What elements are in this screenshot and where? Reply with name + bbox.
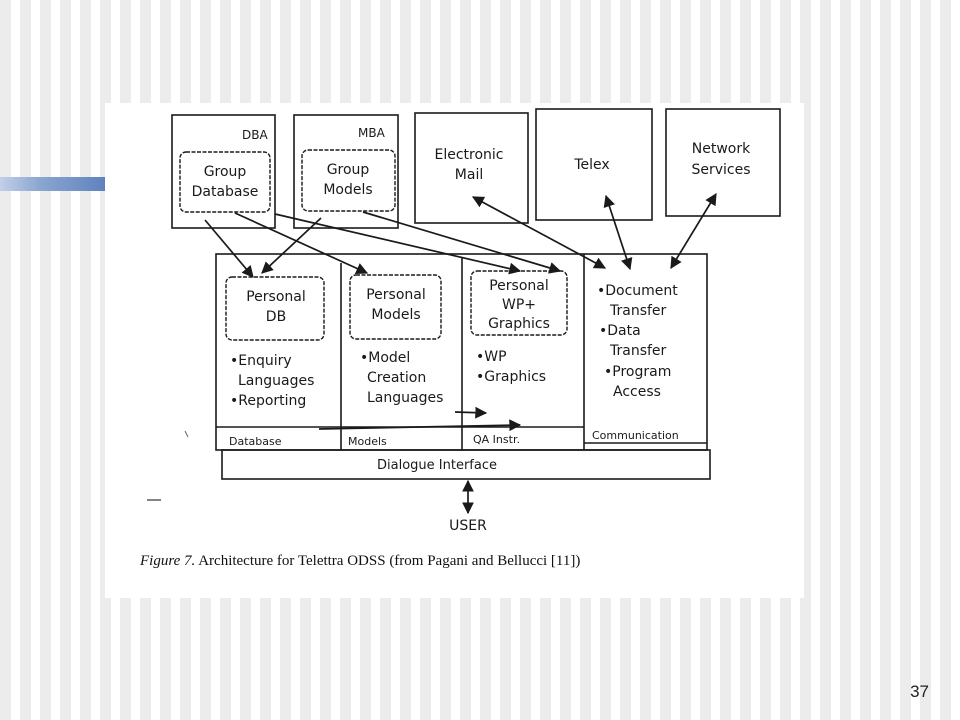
- telex-label: Telex: [573, 157, 609, 173]
- database-item-2: Languages: [238, 373, 314, 389]
- communication-item-3: •Data: [599, 323, 641, 339]
- section-qa-label: QA Instr.: [473, 433, 520, 446]
- group-models-label-1: Group: [327, 162, 370, 178]
- architecture-diagram: DBA Group Database MBA Group Models Elec…: [139, 108, 781, 569]
- network-services-box: Network Services: [665, 108, 781, 217]
- arrow-database-to-qa: [318, 419, 522, 432]
- wp-item-1: •WP: [476, 349, 507, 365]
- section-models-label: Models: [348, 435, 387, 448]
- communication-items: •Document Transfer •Data Transfer •Progr…: [597, 283, 678, 400]
- page-number: 37: [910, 682, 929, 701]
- dba-label: DBA: [242, 128, 268, 142]
- figure-caption-italic: Figure 7.: [139, 553, 195, 569]
- personal-wp-box: Personal WP+ Graphics: [470, 270, 568, 336]
- mba-box: MBA Group Models: [293, 114, 399, 229]
- wp-item-2: •Graphics: [476, 369, 546, 385]
- models-items: •Model Creation Languages: [360, 350, 443, 406]
- models-item-3: Languages: [367, 390, 443, 406]
- database-item-1: •Enquiry: [230, 353, 292, 369]
- group-database-label-2: Database: [192, 184, 259, 200]
- architecture-figure: DBA Group Database MBA Group Models Elec…: [105, 103, 804, 598]
- communication-item-6: Access: [613, 384, 661, 400]
- personal-db-box: Personal DB: [225, 276, 325, 341]
- user-label: USER: [449, 518, 487, 534]
- electronic-mail-label-1: Electronic: [434, 147, 503, 163]
- arrow-network-document-transfer: [670, 192, 717, 270]
- section-database-label: Database: [229, 435, 282, 448]
- arrow-telex-document-transfer: [603, 194, 633, 271]
- database-items: •Enquiry Languages •Reporting: [230, 353, 314, 409]
- figure-caption: Figure 7. Architecture for Telettra ODSS…: [139, 553, 580, 569]
- odss-box: [215, 253, 711, 480]
- personal-db-label-2: DB: [266, 309, 286, 325]
- arrow-models-to-qa: [454, 406, 488, 419]
- models-item-2: Creation: [367, 370, 426, 386]
- section-communication-label: Communication: [592, 429, 679, 442]
- communication-item-2: Transfer: [609, 303, 667, 319]
- personal-wp-label-1: Personal: [489, 278, 549, 294]
- personal-db-label-1: Personal: [246, 289, 306, 305]
- dialogue-interface-label: Dialogue Interface: [377, 458, 497, 473]
- communication-item-5: •Program: [604, 364, 671, 380]
- arrow-groupmodels-to-personaldb: [261, 217, 322, 274]
- network-services-label-1: Network: [692, 141, 751, 157]
- database-item-3: •Reporting: [230, 393, 306, 409]
- network-services-label-2: Services: [691, 162, 750, 178]
- personal-wp-label-2: WP+: [502, 297, 536, 313]
- communication-item-1: •Document: [597, 283, 678, 299]
- dba-box: DBA Group Database: [171, 114, 276, 229]
- personal-models-label-1: Personal: [366, 287, 426, 303]
- personal-models-label-2: Models: [371, 307, 420, 323]
- mba-label: MBA: [358, 126, 386, 140]
- personal-wp-label-3: Graphics: [488, 316, 550, 332]
- electronic-mail-box: Electronic Mail: [414, 112, 529, 224]
- models-item-1: •Model: [360, 350, 410, 366]
- arrow-mail-document-transfer: [471, 196, 607, 269]
- arrow-groupdb-to-personaldb: [204, 219, 254, 278]
- communication-item-4: Transfer: [609, 343, 667, 359]
- diagram-arrows: [204, 192, 717, 515]
- telex-box: Telex: [535, 108, 653, 221]
- wp-items: •WP •Graphics: [476, 349, 546, 385]
- group-models-label-2: Models: [323, 182, 372, 198]
- accent-bar: [0, 177, 106, 191]
- figure-caption-rest: Architecture for Telettra ODSS (from Pag…: [195, 553, 580, 569]
- electronic-mail-label-2: Mail: [455, 167, 483, 183]
- personal-models-box: Personal Models: [349, 274, 442, 340]
- arrow-groupdb-to-personalmodels: [234, 212, 369, 274]
- group-database-label-1: Group: [204, 164, 247, 180]
